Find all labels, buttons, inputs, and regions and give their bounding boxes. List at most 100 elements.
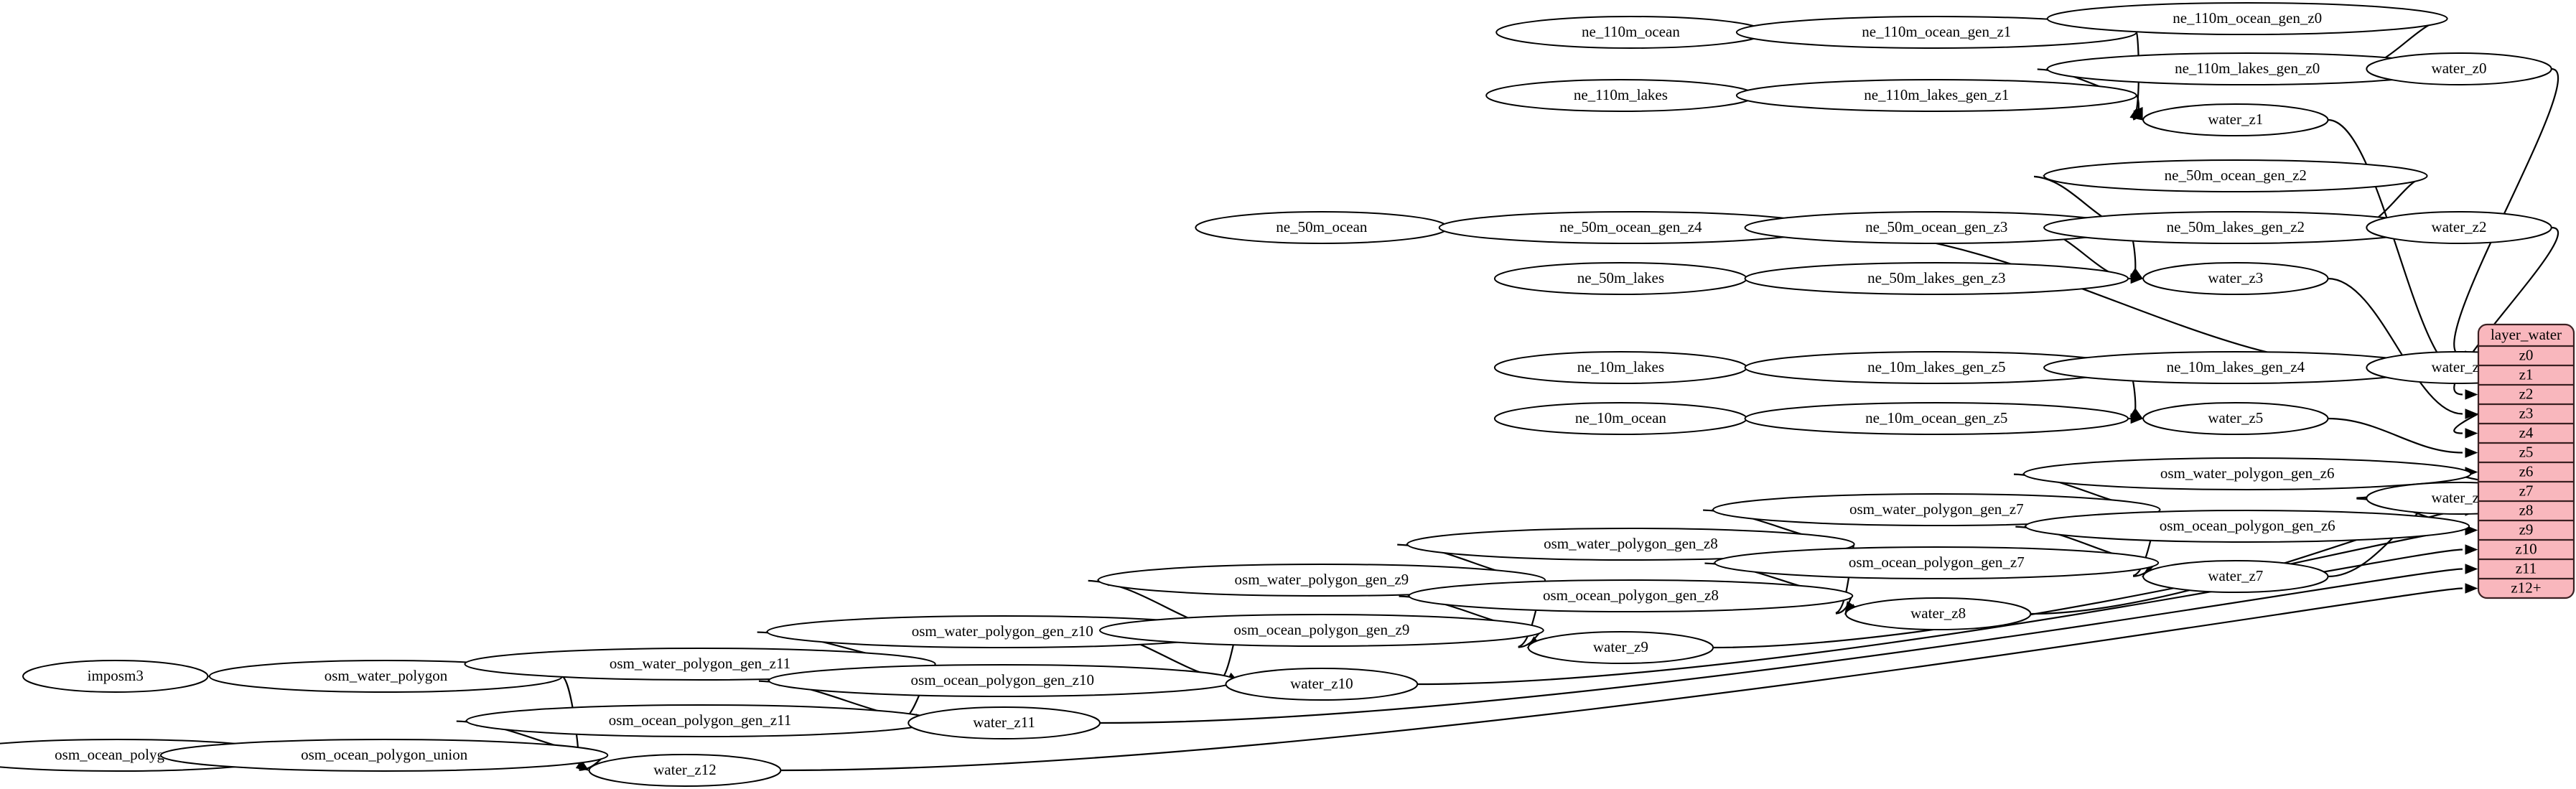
node-label-ne_10m_lakes_gen_z5: ne_10m_lakes_gen_z5 <box>1867 358 2005 375</box>
edge-water_z2-to-layer_water-z2 <box>2453 226 2559 396</box>
node-shape-osm_ocean_polygon_union <box>159 739 609 772</box>
node-ne_110m_ocean[interactable]: ne_110m_ocean <box>1495 16 1766 49</box>
edge-water_z10-to-layer_water-z10 <box>1417 548 2463 686</box>
node-ne_10m_ocean_gen_z5[interactable]: ne_10m_ocean_gen_z5 <box>1744 402 2129 435</box>
arrow-water_z3 <box>2465 408 2478 419</box>
node-water_z11[interactable]: water_z11 <box>907 706 1101 739</box>
arrow-ne_50m_lakes_gen_z3-water_z3 <box>2130 273 2144 284</box>
node-label-ne_50m_ocean_gen_z4: ne_50m_ocean_gen_z4 <box>1559 218 1702 235</box>
arrow-water_z11 <box>2465 564 2478 574</box>
node-shape-imposm3 <box>22 660 209 693</box>
node-osm_ocean_polygon_union[interactable]: osm_ocean_polygon_union <box>159 739 609 772</box>
edge-water_z11-to-layer_water-z11 <box>1099 568 2463 724</box>
node-ne_50m_ocean_gen_z2[interactable]: ne_50m_ocean_gen_z2 <box>2043 159 2428 192</box>
node-shape-water_z3 <box>2142 262 2329 295</box>
node-osm_ocean_polygon_gen_z7[interactable]: osm_ocean_polygon_gen_z7 <box>1714 546 2160 579</box>
node-ne_110m_lakes[interactable]: ne_110m_lakes <box>1485 79 1756 112</box>
node-label-ne_10m_ocean_gen_z5: ne_10m_ocean_gen_z5 <box>1865 409 2007 426</box>
node-water_z10[interactable]: water_z10 <box>1225 668 1419 701</box>
record-row-z6[interactable]: z6 <box>2519 462 2534 480</box>
record-title: layer_water <box>2491 326 2562 343</box>
node-water_z0[interactable]: water_z0 <box>2366 52 2552 85</box>
node-water_z5[interactable]: water_z5 <box>2142 402 2329 435</box>
node-shape-ne_110m_ocean_gen_z0 <box>2046 2 2448 35</box>
node-shape-water_z8 <box>1844 597 2032 630</box>
record-row-z1[interactable]: z1 <box>2519 365 2534 383</box>
node-osm_ocean_polygon_gen_z9[interactable]: osm_ocean_polygon_gen_z9 <box>1098 614 1544 647</box>
node-water_z2[interactable]: water_z2 <box>2366 211 2552 244</box>
node-water_z3[interactable]: water_z3 <box>2142 262 2329 295</box>
node-osm_water_polygon_gen_z7[interactable]: osm_water_polygon_gen_z7 <box>1712 493 2161 526</box>
node-label-ne_110m_ocean: ne_110m_ocean <box>1582 23 1680 40</box>
node-label-ne_50m_ocean_gen_z3: ne_50m_ocean_gen_z3 <box>1865 218 2007 235</box>
node-label-ne_110m_ocean_gen_z1: ne_110m_ocean_gen_z1 <box>1862 23 2011 40</box>
node-ne_110m_lakes_gen_z0[interactable]: ne_110m_lakes_gen_z0 <box>2046 52 2448 85</box>
record-row-z2[interactable]: z2 <box>2519 385 2534 402</box>
node-label-osm_ocean_polygon_union: osm_ocean_polygon_union <box>301 746 468 763</box>
node-label-osm_ocean_polygon_gen_z9: osm_ocean_polygon_gen_z9 <box>1233 621 1409 638</box>
node-ne_10m_ocean[interactable]: ne_10m_ocean <box>1493 402 1747 435</box>
node-ne_10m_lakes_gen_z4[interactable]: ne_10m_lakes_gen_z4 <box>2043 351 2428 384</box>
node-ne_110m_ocean_gen_z1[interactable]: ne_110m_ocean_gen_z1 <box>1735 16 2137 49</box>
node-ne_110m_ocean_gen_z0[interactable]: ne_110m_ocean_gen_z0 <box>2046 2 2448 35</box>
node-ne_110m_lakes_gen_z1[interactable]: ne_110m_lakes_gen_z1 <box>1735 79 2137 112</box>
node-ne_50m_lakes_gen_z3[interactable]: ne_50m_lakes_gen_z3 <box>1744 262 2129 295</box>
node-water_z1[interactable]: water_z1 <box>2142 103 2329 136</box>
record-row-z10[interactable]: z10 <box>2515 540 2537 557</box>
record-row-z3[interactable]: z3 <box>2519 404 2534 421</box>
node-label-water_z12: water_z12 <box>653 761 716 778</box>
node-osm_ocean_polygon_gen_z8[interactable]: osm_ocean_polygon_gen_z8 <box>1408 579 1854 612</box>
record-row-z7[interactable]: z7 <box>2519 482 2534 499</box>
node-osm_water_polygon_gen_z8[interactable]: osm_water_polygon_gen_z8 <box>1406 528 1855 561</box>
node-water_z9[interactable]: water_z9 <box>1527 631 1714 664</box>
node-shape-osm_ocean_polygon_gen_z7 <box>1714 546 2160 579</box>
record-row-z5[interactable]: z5 <box>2519 443 2534 460</box>
record-row-z9[interactable]: z9 <box>2519 520 2534 538</box>
record-layer-water[interactable]: layer_water z0 z1 z2 z3 z4 z5 z6 z7 z8 z9 z10 z11 z12… <box>2477 323 2575 599</box>
node-label-osm_water_polygon_gen_z6: osm_water_polygon_gen_z6 <box>2160 464 2335 482</box>
node-shape-water_z9 <box>1527 631 1714 664</box>
record-row-z8[interactable]: z8 <box>2519 501 2534 518</box>
layer-water-record: layer_water z0 z1 z2 z3 z4 z5 z6 z7 z8 z9 z10 z11 z12… <box>2477 323 2575 599</box>
node-shape-water_z0 <box>2366 52 2552 85</box>
node-water_z8[interactable]: water_z8 <box>1844 597 2032 630</box>
node-label-water_z11: water_z11 <box>973 714 1035 731</box>
node-label-osm_ocean_polygon_gen_z11: osm_ocean_polygon_gen_z11 <box>609 711 792 729</box>
node-shape-water_z12 <box>588 754 782 787</box>
arrow-water_z12 <box>2465 583 2478 594</box>
node-osm_ocean_polygon_gen_z6[interactable]: osm_ocean_polygon_gen_z6 <box>2025 510 2470 543</box>
node-ne_50m_ocean_gen_z4[interactable]: ne_50m_ocean_gen_z4 <box>1438 211 1824 244</box>
node-osm_ocean_polygon_gen_z10[interactable]: osm_ocean_polygon_gen_z10 <box>768 664 1237 697</box>
node-ne_10m_lakes[interactable]: ne_10m_lakes <box>1493 351 1747 384</box>
node-label-imposm3: imposm3 <box>88 667 144 684</box>
record-row-z11[interactable]: z11 <box>2516 559 2537 576</box>
node-label-water_z5: water_z5 <box>2208 409 2263 426</box>
node-label-water_z3: water_z3 <box>2208 269 2263 286</box>
node-osm_water_polygon_gen_z6[interactable]: osm_water_polygon_gen_z6 <box>2022 457 2472 490</box>
node-shape-osm_ocean_polygon_gen_z6 <box>2025 510 2470 543</box>
record-row-z0[interactable]: z0 <box>2519 346 2534 363</box>
node-label-ne_50m_ocean_gen_z2: ne_50m_ocean_gen_z2 <box>2165 167 2307 184</box>
node-ne_50m_lakes[interactable]: ne_50m_lakes <box>1493 262 1747 295</box>
node-label-water_z1: water_z1 <box>2208 111 2263 128</box>
edge-ne_110m_lakes_gen_z1-to-water_z1 <box>2132 95 2139 121</box>
record-row-z12+[interactable]: z12+ <box>2511 579 2541 596</box>
node-water_z12[interactable]: water_z12 <box>588 754 782 787</box>
node-label-osm_ocean_polygon_gen_z6: osm_ocean_polygon_gen_z6 <box>2160 517 2335 534</box>
node-label-osm_water_polygon_gen_z10: osm_water_polygon_gen_z10 <box>912 622 1093 640</box>
arrow-water_z4 <box>2465 428 2478 439</box>
node-ne_50m_lakes_gen_z2[interactable]: ne_50m_lakes_gen_z2 <box>2043 211 2428 244</box>
edge-water_z8-to-layer_water-z8 <box>2030 510 2463 615</box>
node-label-ne_50m_lakes_gen_z2: ne_50m_lakes_gen_z2 <box>2167 218 2305 235</box>
record-row-z4[interactable]: z4 <box>2519 424 2534 441</box>
node-shape-osm_water_polygon_gen_z6 <box>2022 457 2472 490</box>
node-ne_50m_ocean[interactable]: ne_50m_ocean <box>1195 211 1449 244</box>
node-water_z7[interactable]: water_z7 <box>2142 560 2329 593</box>
node-imposm3[interactable]: imposm3 <box>22 660 209 693</box>
node-ne_50m_ocean_gen_z3[interactable]: ne_50m_ocean_gen_z3 <box>1744 211 2129 244</box>
node-label-ne_50m_lakes_gen_z3: ne_50m_lakes_gen_z3 <box>1867 269 2005 286</box>
edge-water_z0-to-layer_water-z0 <box>2453 67 2559 357</box>
edge-water_z5-to-layer_water-z5 <box>2328 417 2463 454</box>
node-osm_ocean_polygon_gen_z11[interactable]: osm_ocean_polygon_gen_z11 <box>465 704 935 737</box>
